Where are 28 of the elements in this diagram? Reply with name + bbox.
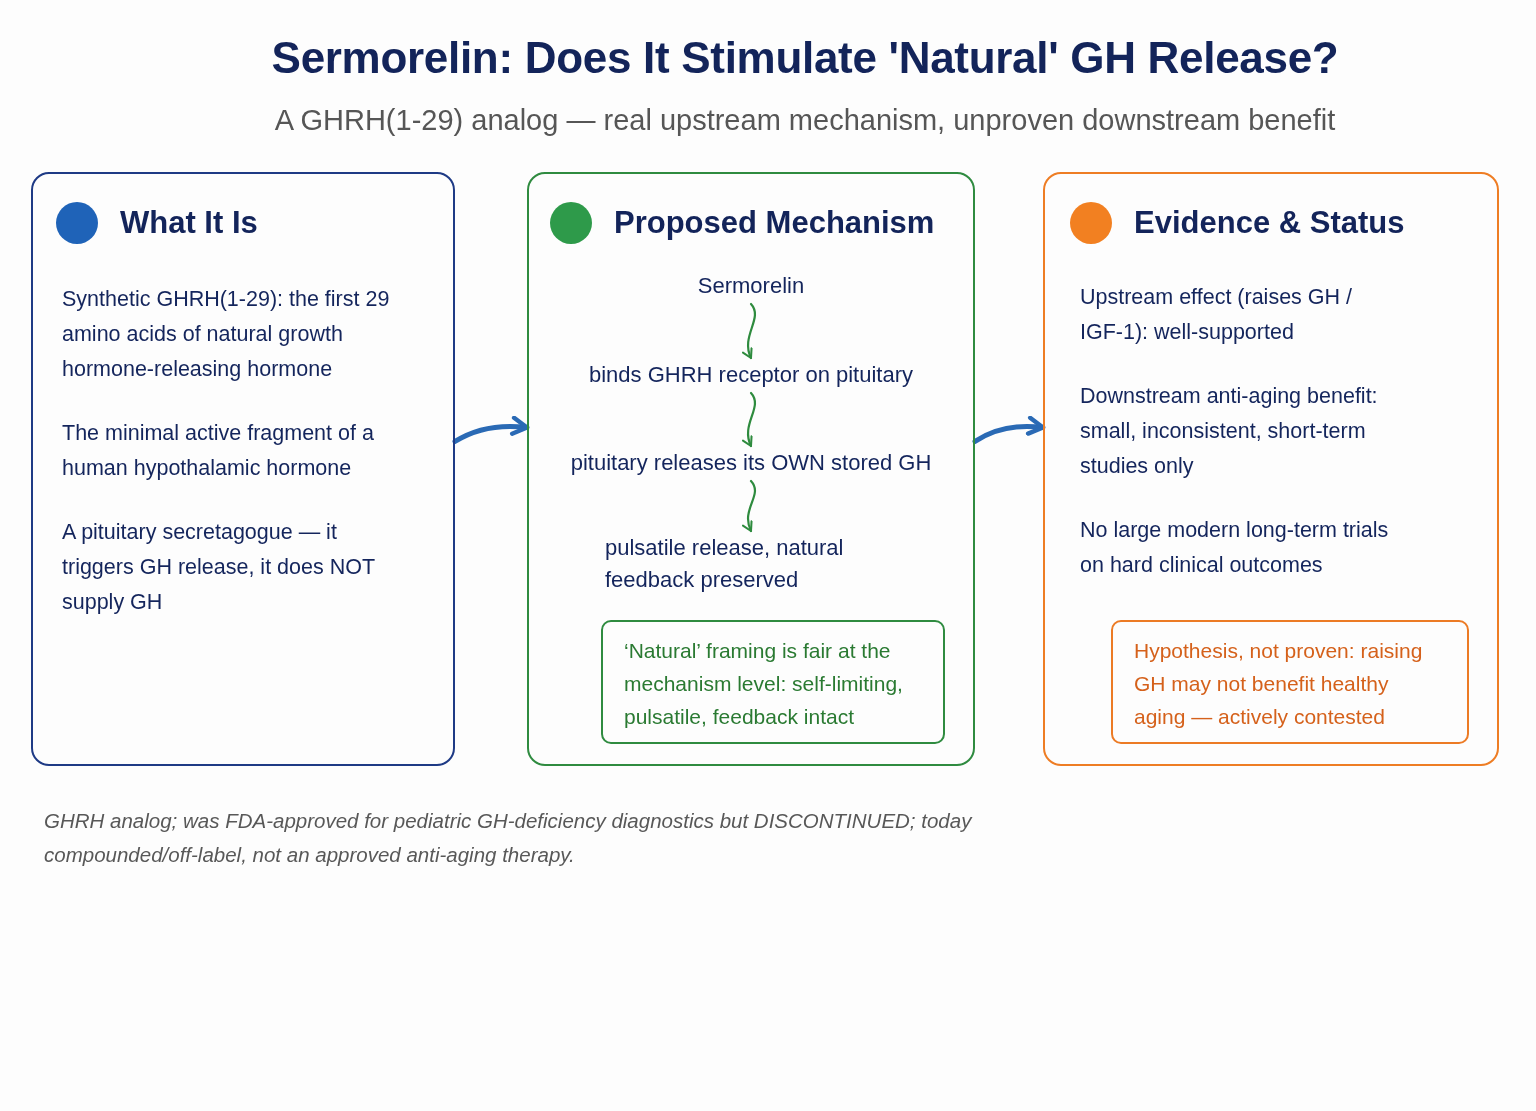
curved-arrow xyxy=(452,415,530,444)
panel-text: Synthetic GHRH(1-29): the first 29 amino acids of natural growth hormone-releasing hormone xyxy=(62,286,391,383)
panel-text: No large modern long-term trials on hard clinical outcomes xyxy=(1080,517,1390,579)
panel-text: Upstream effect (raises GH / IGF-1): well-supported xyxy=(1080,284,1353,346)
panel-text: The minimal active fragment of a human hypothalamic hormone xyxy=(62,420,375,482)
step-text: pulsatile release, natural feedback preserved xyxy=(605,532,897,596)
info-panel xyxy=(1043,172,1499,766)
curved-arrow xyxy=(972,415,1046,444)
panel-text: Downstream anti-aging benefit: small, inconsistent, short-term studies only xyxy=(1080,383,1379,480)
note-text: Hypothesis, not proven: raising GH may not benefit healthy aging — actively contested xyxy=(1134,638,1424,730)
flow-arrow xyxy=(742,391,757,448)
title: Sermorelin: Does It Stimulate 'Natural' GH Release? xyxy=(270,32,1340,84)
note-box xyxy=(1111,620,1469,744)
panel-heading: Proposed Mechanism xyxy=(614,204,935,242)
note-box xyxy=(601,620,945,744)
subtitle: A GHRH(1-29) analog — real upstream mechanism, unproven downstream benefit xyxy=(273,103,1337,138)
panel-heading: Evidence & Status xyxy=(1134,204,1405,242)
step-text: Sermorelin xyxy=(697,270,805,302)
panel-heading: What It Is xyxy=(120,204,258,242)
info-panel xyxy=(527,172,975,766)
info-panel xyxy=(31,172,455,766)
step-text: binds GHRH receptor on pituitary xyxy=(589,359,913,391)
note-text: ‘Natural’ framing is fair at the mechanism level: self-limiting, pulsatile, feedback intact xyxy=(624,638,904,730)
flow-arrow xyxy=(742,302,757,360)
flow-arrow xyxy=(742,479,757,533)
caption: GHRH analog; was FDA-approved for pediatric GH-deficiency diagnostics but DISCONTINUED; today compounded/off-label, not an approved anti-aging therapy. xyxy=(44,808,974,868)
panel-text: A pituitary secretagogue — it triggers GH release, it does NOT supply GH xyxy=(62,519,376,616)
step-text: pituitary releases its OWN stored GH xyxy=(570,447,932,479)
